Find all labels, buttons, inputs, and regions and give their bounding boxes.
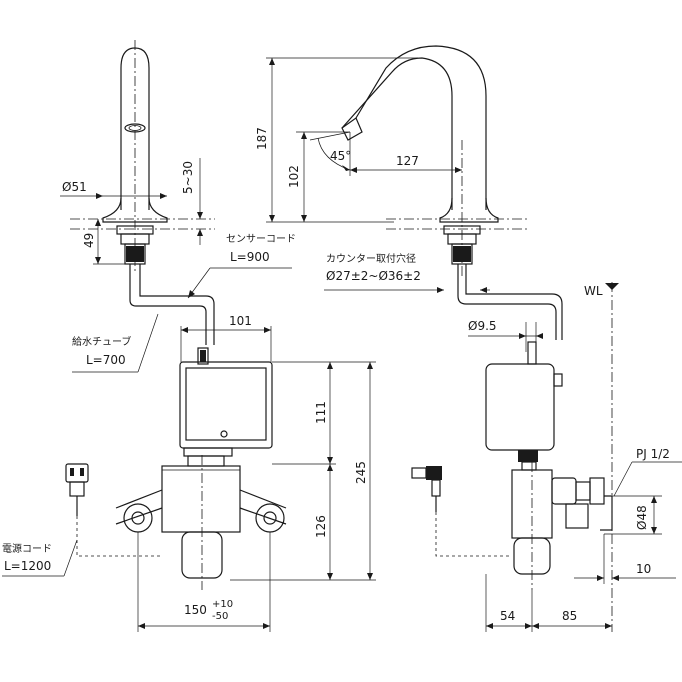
dim-d48: Ø48	[604, 495, 662, 535]
dim-d48-label: Ø48	[635, 505, 649, 530]
dim-102: 102	[287, 131, 350, 222]
dim-vertical-stack: 111 126 245	[230, 361, 376, 581]
dim-45-angle: 45°	[309, 131, 351, 171]
counter-hole-label: カウンター取付穴径	[326, 252, 416, 265]
dim-85-label: 85	[562, 609, 577, 623]
dim-45-label: 45°	[330, 149, 351, 163]
dim-49-label: 49	[82, 233, 96, 248]
dim-245-label: 245	[354, 461, 368, 484]
side-power-cord	[411, 466, 512, 557]
front-valve-body	[115, 455, 287, 590]
wl-label: WL	[584, 284, 603, 298]
supply-tube-callout: 給水チューブ L=700	[72, 313, 159, 373]
counter-hole-size: Ø27±2~Ø36±2	[326, 269, 421, 283]
side-counter-line	[386, 218, 528, 230]
dim-10-label: 10	[636, 562, 651, 576]
supply-tube-label: 給水チューブ	[72, 335, 131, 348]
dim-126-label: 126	[314, 515, 328, 538]
front-counter-line	[70, 218, 215, 230]
front-control-box	[179, 347, 273, 467]
dim-101-label: 101	[229, 314, 252, 328]
counter-hole-callout: カウンター取付穴径 Ø27±2~Ø36±2	[324, 252, 490, 293]
front-sensor-cord	[129, 264, 215, 345]
sensor-cord-label: センサーコード	[226, 233, 296, 245]
dim-10: 10	[574, 534, 676, 584]
side-faucet-spout	[341, 45, 499, 265]
dim-5-30: 5~30	[181, 158, 203, 245]
dim-54-label: 54	[500, 609, 515, 623]
dim-187: 187	[255, 57, 418, 223]
dim-150-label: 150	[184, 603, 207, 617]
sensor-cord-callout: センサーコード L=900	[187, 233, 296, 299]
wl-line: WL	[584, 282, 619, 632]
dim-d51-label: Ø51	[62, 180, 87, 194]
front-power-cord	[65, 463, 162, 557]
side-valve-body	[511, 462, 613, 590]
side-control-box	[485, 341, 563, 471]
pj-callout: PJ 1/2	[613, 447, 682, 497]
dim-d51: Ø51	[60, 180, 167, 199]
dim-49: 49	[82, 219, 125, 265]
dim-54-85: 54 85	[485, 574, 612, 632]
sensor-cord-length: L=900	[230, 250, 270, 264]
dim-150-tol-plus: +10	[212, 599, 233, 610]
dim-5-30-label: 5~30	[181, 161, 195, 194]
dim-150-tol-minus: -50	[212, 611, 228, 622]
dim-d9-5-label: Ø9.5	[468, 319, 497, 333]
dim-127-label: 127	[396, 154, 419, 168]
dim-d9-5: Ø9.5	[468, 319, 543, 352]
side-supply-tube	[457, 264, 563, 340]
power-cord-length: L=1200	[4, 559, 51, 573]
dim-111-label: 111	[314, 401, 328, 424]
power-cord-label: 電源コード	[2, 542, 52, 555]
supply-tube-length: L=700	[86, 353, 126, 367]
dim-187-label: 187	[255, 127, 269, 150]
dim-101: 101	[180, 314, 272, 362]
dim-102-label: 102	[287, 165, 301, 188]
dim-127: 127	[349, 132, 462, 176]
pj-label: PJ 1/2	[636, 447, 670, 461]
dim-150: 150 +10 -50	[137, 532, 271, 632]
power-cord-callout: 電源コード L=1200	[2, 539, 78, 577]
